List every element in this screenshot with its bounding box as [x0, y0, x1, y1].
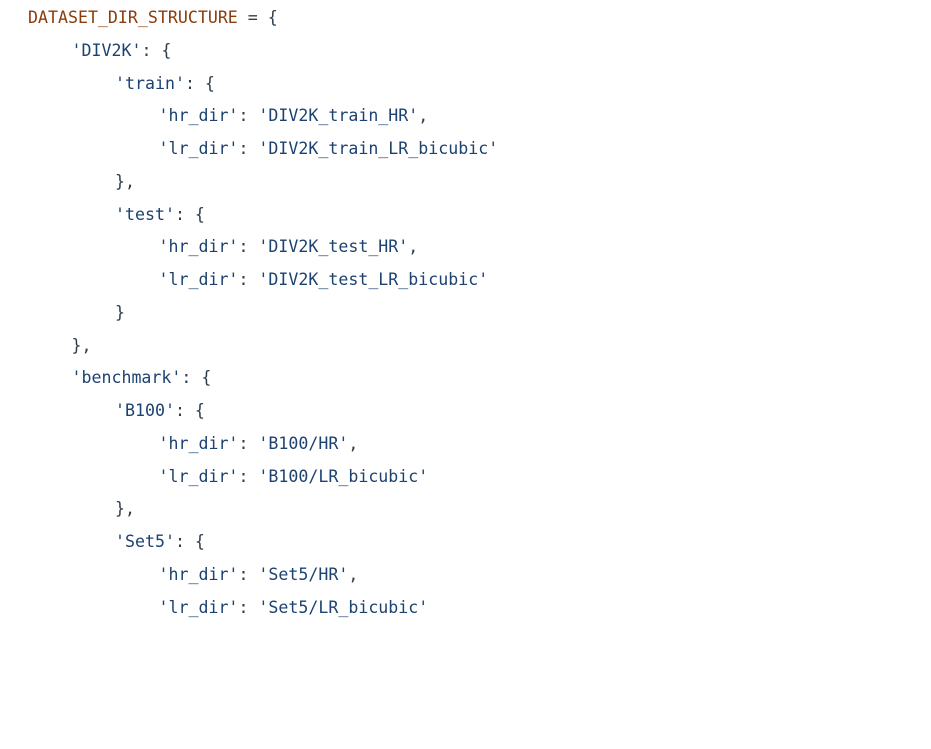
code-line: },: [28, 493, 498, 526]
code-line: 'lr_dir': 'B100/LR_bicubic': [28, 461, 498, 494]
punctuation: ,: [348, 564, 359, 584]
punctuation: : {: [174, 401, 205, 420]
punctuation: :: [238, 597, 259, 617]
punctuation: :: [238, 433, 259, 453]
code-line: 'lr_dir': 'DIV2K_train_LR_bicubic': [28, 133, 499, 166]
punctuation: ,: [348, 433, 359, 453]
punctuation: :: [238, 139, 259, 158]
code-line: 'Set5': {: [28, 526, 498, 559]
punctuation: :: [238, 270, 259, 289]
string-value: 'B100/LR_bicubic': [258, 466, 429, 486]
code-line: 'lr_dir': 'Set5/LR_bicubic': [28, 592, 498, 625]
dict-key: 'lr_dir': [158, 466, 239, 486]
code-line: },: [28, 166, 498, 199]
dict-key: 'test': [115, 204, 175, 224]
punctuation: }: [115, 302, 125, 322]
dict-key: 'hr_dir': [158, 433, 239, 453]
code-line: 'train': {: [28, 68, 498, 101]
punctuation: :: [238, 237, 259, 257]
dict-key: 'lr_dir': [158, 139, 239, 158]
code-line: DATASET_DIR_STRUCTURE = {: [28, 2, 498, 35]
string-value: 'DIV2K_test_HR': [258, 237, 409, 257]
code-line: 'B100': {: [28, 395, 498, 428]
dict-key: 'B100': [115, 401, 175, 420]
punctuation: : {: [174, 204, 205, 224]
variable-name: DATASET_DIR_STRUCTURE: [28, 8, 238, 27]
code-line: 'lr_dir': 'DIV2K_test_LR_bicubic': [28, 264, 498, 297]
string-value: 'B100/HR': [258, 433, 349, 453]
dict-key: 'hr_dir': [158, 564, 239, 584]
punctuation: ,: [418, 106, 429, 126]
dict-key: 'Set5': [115, 532, 175, 551]
string-value: 'DIV2K_train_HR': [258, 106, 419, 126]
code-line: 'benchmark': {: [28, 362, 498, 395]
punctuation: :: [238, 466, 259, 486]
string-value: 'Set5/HR': [258, 564, 349, 584]
code-line: 'hr_dir': 'DIV2K_test_HR',: [28, 231, 498, 264]
punctuation: {: [267, 8, 278, 27]
code-line: },: [28, 330, 498, 363]
code-line: }: [28, 297, 498, 330]
punctuation: : {: [141, 40, 172, 60]
dict-key: 'lr_dir': [158, 270, 239, 289]
code-line: 'hr_dir': 'Set5/HR',: [28, 559, 498, 592]
string-value: 'Set5/LR_bicubic': [258, 597, 429, 617]
dict-key: 'hr_dir': [158, 106, 239, 126]
code-view: DATASET_DIR_STRUCTURE = {'DIV2K': {'trai…: [28, 2, 498, 624]
punctuation: },: [115, 499, 135, 519]
code-line: 'hr_dir': 'B100/HR',: [28, 428, 498, 461]
punctuation: ,: [408, 237, 419, 257]
dict-key: 'lr_dir': [158, 597, 239, 617]
punctuation: :: [238, 564, 259, 584]
punctuation: : {: [181, 368, 212, 388]
dict-key: 'benchmark': [71, 368, 182, 388]
punctuation: : {: [174, 532, 205, 551]
code-line: 'DIV2K': {: [28, 35, 498, 68]
dict-key: 'train': [115, 73, 185, 93]
dict-key: 'hr_dir': [158, 237, 239, 257]
punctuation: },: [115, 171, 135, 191]
punctuation: :: [238, 106, 259, 126]
string-value: 'DIV2K_train_LR_bicubic': [258, 139, 499, 158]
punctuation: },: [71, 335, 92, 355]
punctuation: : {: [184, 73, 215, 93]
string-value: 'DIV2K_test_LR_bicubic': [258, 270, 489, 289]
dict-key: 'DIV2K': [71, 40, 142, 60]
assignment-operator: =: [237, 8, 268, 27]
code-line: 'test': {: [28, 199, 498, 232]
code-line: 'hr_dir': 'DIV2K_train_HR',: [28, 100, 498, 133]
